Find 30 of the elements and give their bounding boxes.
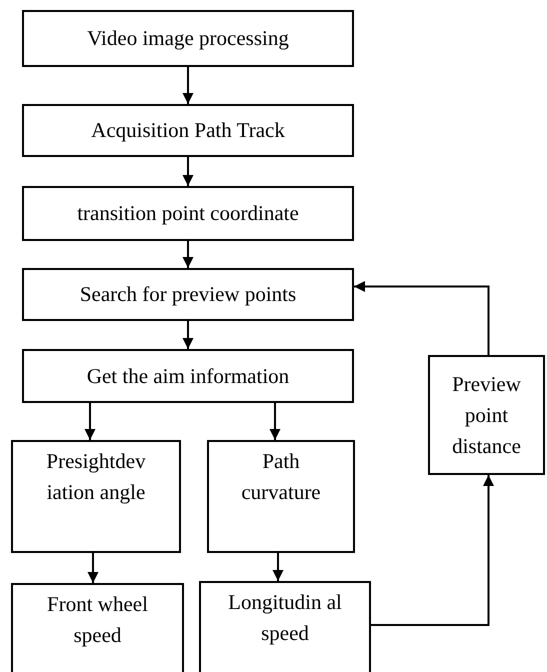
node-label: Path curvature (240, 448, 322, 506)
arrow (182, 321, 194, 349)
process-box (22, 104, 354, 157)
arrow (84, 403, 96, 440)
node-label: transition point coordinate (77, 200, 299, 227)
process-box (11, 440, 181, 553)
process-box (22, 186, 354, 241)
arrow (182, 67, 194, 104)
process-box (207, 440, 355, 553)
process-box (199, 581, 371, 672)
process-box (22, 268, 354, 321)
node-label: Acquisition Path Track (91, 117, 285, 144)
process-box (22, 10, 354, 67)
node-label: Video image processing (87, 25, 289, 52)
arrow (270, 403, 280, 440)
node-label: Get the aim information (86, 362, 290, 390)
arrow (371, 475, 494, 626)
process-box (428, 355, 545, 475)
process-box (11, 583, 184, 672)
node-label: Presightdev iation angle (45, 448, 147, 506)
node-label: Longitudin al speed (227, 589, 343, 647)
arrow (272, 553, 284, 581)
node-label: Front wheel speed (46, 591, 149, 649)
node-label: Search for preview points (80, 281, 296, 308)
arrow (88, 553, 98, 583)
process-box (22, 349, 354, 403)
arrow (182, 157, 194, 186)
arrow (182, 241, 194, 268)
arrow (354, 281, 490, 355)
node-label: Preview point distance (451, 370, 522, 460)
